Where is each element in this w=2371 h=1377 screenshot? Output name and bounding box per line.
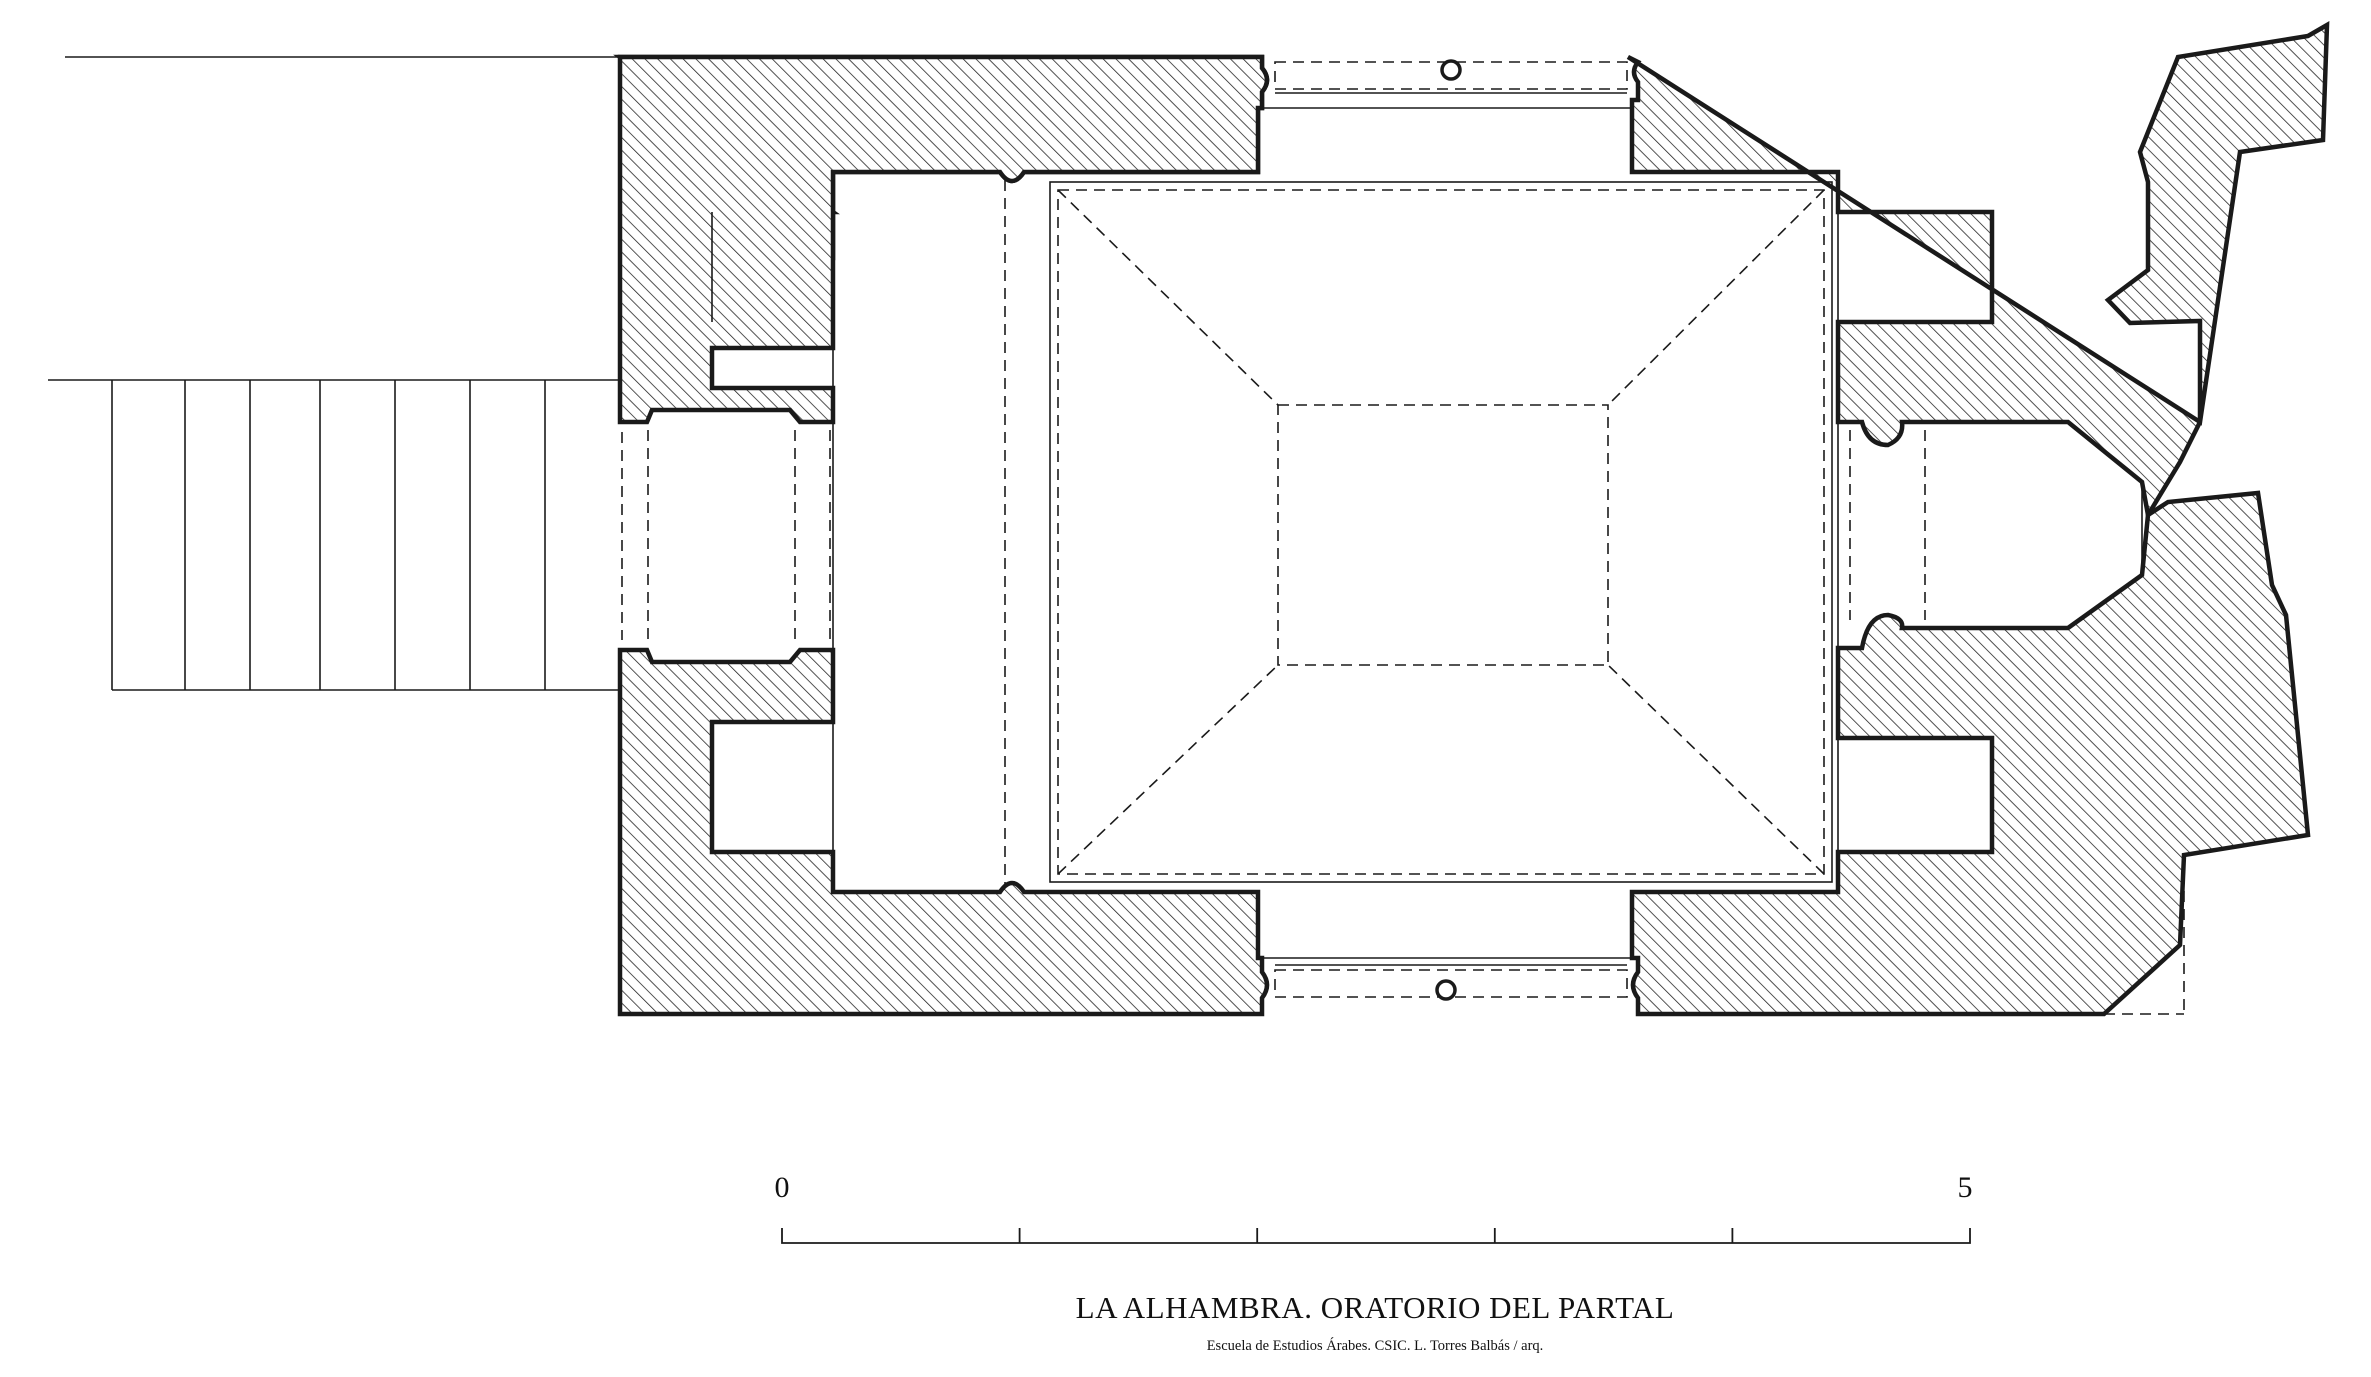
scale-ticks: [1018, 1228, 1734, 1243]
west-wall: [613, 54, 1270, 1017]
east-wall: [1626, 21, 2330, 1017]
terrace-lines: [48, 56, 620, 691]
entrance-staircase: [111, 380, 546, 690]
entrance-openings: [621, 180, 1926, 885]
mihrab-niche: [1902, 421, 2143, 629]
plan-title: LA ALHAMBRA. ORATORIO DEL PARTAL: [1076, 1290, 1675, 1325]
room-outlines: [711, 107, 1839, 959]
roof-projection: [1049, 181, 1833, 883]
scale-bar: 0 5: [775, 1171, 1973, 1244]
scale-line: [781, 1228, 1971, 1244]
column-south: [1435, 979, 1457, 1001]
plan-credit: Escuela de Estudios Árabes. CSIC. L. Tor…: [1207, 1337, 1544, 1354]
scale-start-label: 0: [775, 1171, 790, 1204]
portico-outlines: [1274, 61, 1628, 998]
columns: [1435, 59, 1462, 1001]
east-dashed-corner: [2104, 855, 2185, 1015]
column-north: [1440, 59, 1462, 81]
scale-end-label: 5: [1958, 1171, 1973, 1204]
title-block: LA ALHAMBRA. ORATORIO DEL PARTAL Escuela…: [1076, 1290, 1675, 1354]
